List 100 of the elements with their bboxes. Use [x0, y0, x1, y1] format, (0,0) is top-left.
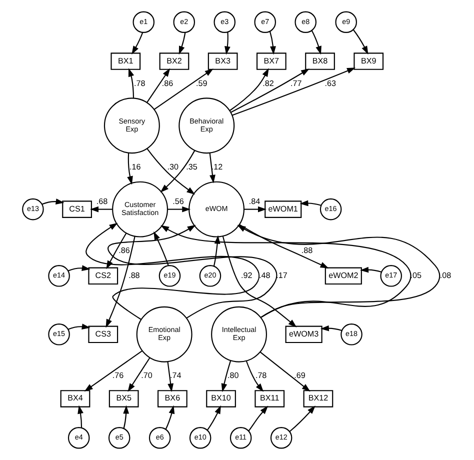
node-box: BX12: [303, 390, 334, 408]
arrow: [178, 32, 186, 55]
node-box: BX4: [60, 390, 90, 408]
edge-label: .77: [290, 78, 302, 88]
edge-label: .88: [128, 270, 140, 280]
edge-label: .16: [129, 162, 141, 172]
node-circle: Sensory Exp: [104, 98, 160, 154]
node-box: eWOM1: [264, 200, 302, 218]
node-circle: Intellectual Exp: [211, 306, 268, 362]
node-circle: e12: [270, 426, 292, 449]
node-box: CS3: [88, 326, 118, 344]
node-circle: e15: [48, 324, 70, 346]
node-circle: Emotional Exp: [136, 306, 192, 362]
edge-label: .63: [324, 78, 336, 88]
arrow: [221, 360, 232, 392]
edge-label: .86: [118, 246, 130, 256]
arrow: [244, 206, 266, 212]
node-circle: e2: [173, 11, 196, 34]
node-circle: e13: [22, 198, 44, 220]
node-circle: e3: [214, 11, 236, 34]
node-box: CS1: [62, 200, 92, 218]
arrow: [246, 360, 264, 392]
node-box: CS2: [88, 267, 118, 285]
edge-label: .59: [196, 78, 208, 88]
node-box: BX1: [110, 52, 141, 70]
node-box: BX6: [158, 390, 188, 408]
node-box: BX7: [256, 52, 286, 70]
node-circle: e5: [108, 426, 130, 449]
node-circle: e16: [320, 198, 342, 220]
arrow: [132, 32, 144, 54]
arrow: [127, 153, 133, 185]
arrow: [360, 266, 382, 273]
arrow: [320, 325, 342, 332]
node-circle: e17: [380, 265, 402, 287]
arrow: [154, 231, 169, 266]
arrow: [168, 206, 191, 212]
node-box: eWOM2: [324, 267, 362, 285]
arrow: [237, 224, 440, 318]
node-box: BX9: [354, 52, 384, 70]
arrow: [248, 406, 268, 432]
node-box: BX5: [108, 390, 139, 408]
arrow: [84, 350, 142, 392]
arrow: [128, 68, 134, 98]
node-box: BX11: [254, 390, 285, 408]
edge-label: .17: [276, 270, 288, 280]
node-box: BX3: [208, 52, 238, 70]
arrow: [206, 405, 221, 430]
node-circle: e14: [48, 265, 70, 287]
node-box: eWOM3: [285, 326, 322, 344]
node-circle: e1: [132, 11, 155, 34]
edge-label: .08: [440, 270, 452, 280]
edge-label: .92: [241, 270, 252, 280]
node-circle: e10: [189, 426, 212, 449]
arrow: [239, 224, 329, 268]
node-circle: e8: [294, 11, 316, 34]
arrow: [232, 68, 356, 116]
arrow: [154, 68, 214, 110]
node-box: BX10: [206, 390, 236, 408]
arrow: [167, 362, 174, 392]
edge-label: .05: [410, 270, 422, 280]
edge-label: .84: [248, 197, 260, 206]
edge-label: .12: [211, 162, 223, 172]
edge-label: .30: [167, 162, 178, 172]
edge-label: .86: [162, 78, 174, 88]
arrow: [86, 222, 260, 320]
arrow: [311, 30, 322, 55]
arrow: [128, 358, 150, 392]
arrow: [260, 352, 310, 392]
edge-label: .82: [262, 78, 274, 88]
node-circle: Behavioral Exp: [178, 98, 235, 154]
edge-label: .74: [170, 371, 182, 380]
node-circle: e18: [340, 324, 362, 346]
node-box: BX8: [305, 52, 335, 70]
arrow: [68, 265, 90, 272]
arrow: [230, 68, 269, 111]
node-circle: e20: [199, 265, 222, 287]
arrow: [146, 68, 170, 103]
arrow: [108, 224, 278, 319]
edge-label: .78: [255, 371, 267, 380]
edge-label: .35: [186, 162, 198, 172]
arrow: [160, 150, 196, 192]
edge-label: .68: [96, 197, 108, 206]
arrow: [146, 148, 196, 195]
edge-label: .80: [228, 371, 239, 380]
arrow: [42, 198, 64, 205]
node-circle: e9: [335, 11, 357, 34]
node-circle: e7: [254, 11, 276, 34]
arrow: [224, 32, 230, 55]
arrow: [230, 68, 310, 113]
node-circle: e11: [230, 426, 252, 449]
arrow: [209, 152, 216, 184]
arrow: [300, 200, 322, 206]
arrow: [289, 406, 316, 432]
arrow: [160, 225, 412, 318]
arrow: [123, 405, 130, 429]
node-circle: e4: [68, 426, 90, 449]
arrow: [165, 405, 175, 430]
edge-label: .78: [134, 78, 146, 88]
arrow: [78, 405, 84, 428]
arrow: [353, 30, 368, 55]
